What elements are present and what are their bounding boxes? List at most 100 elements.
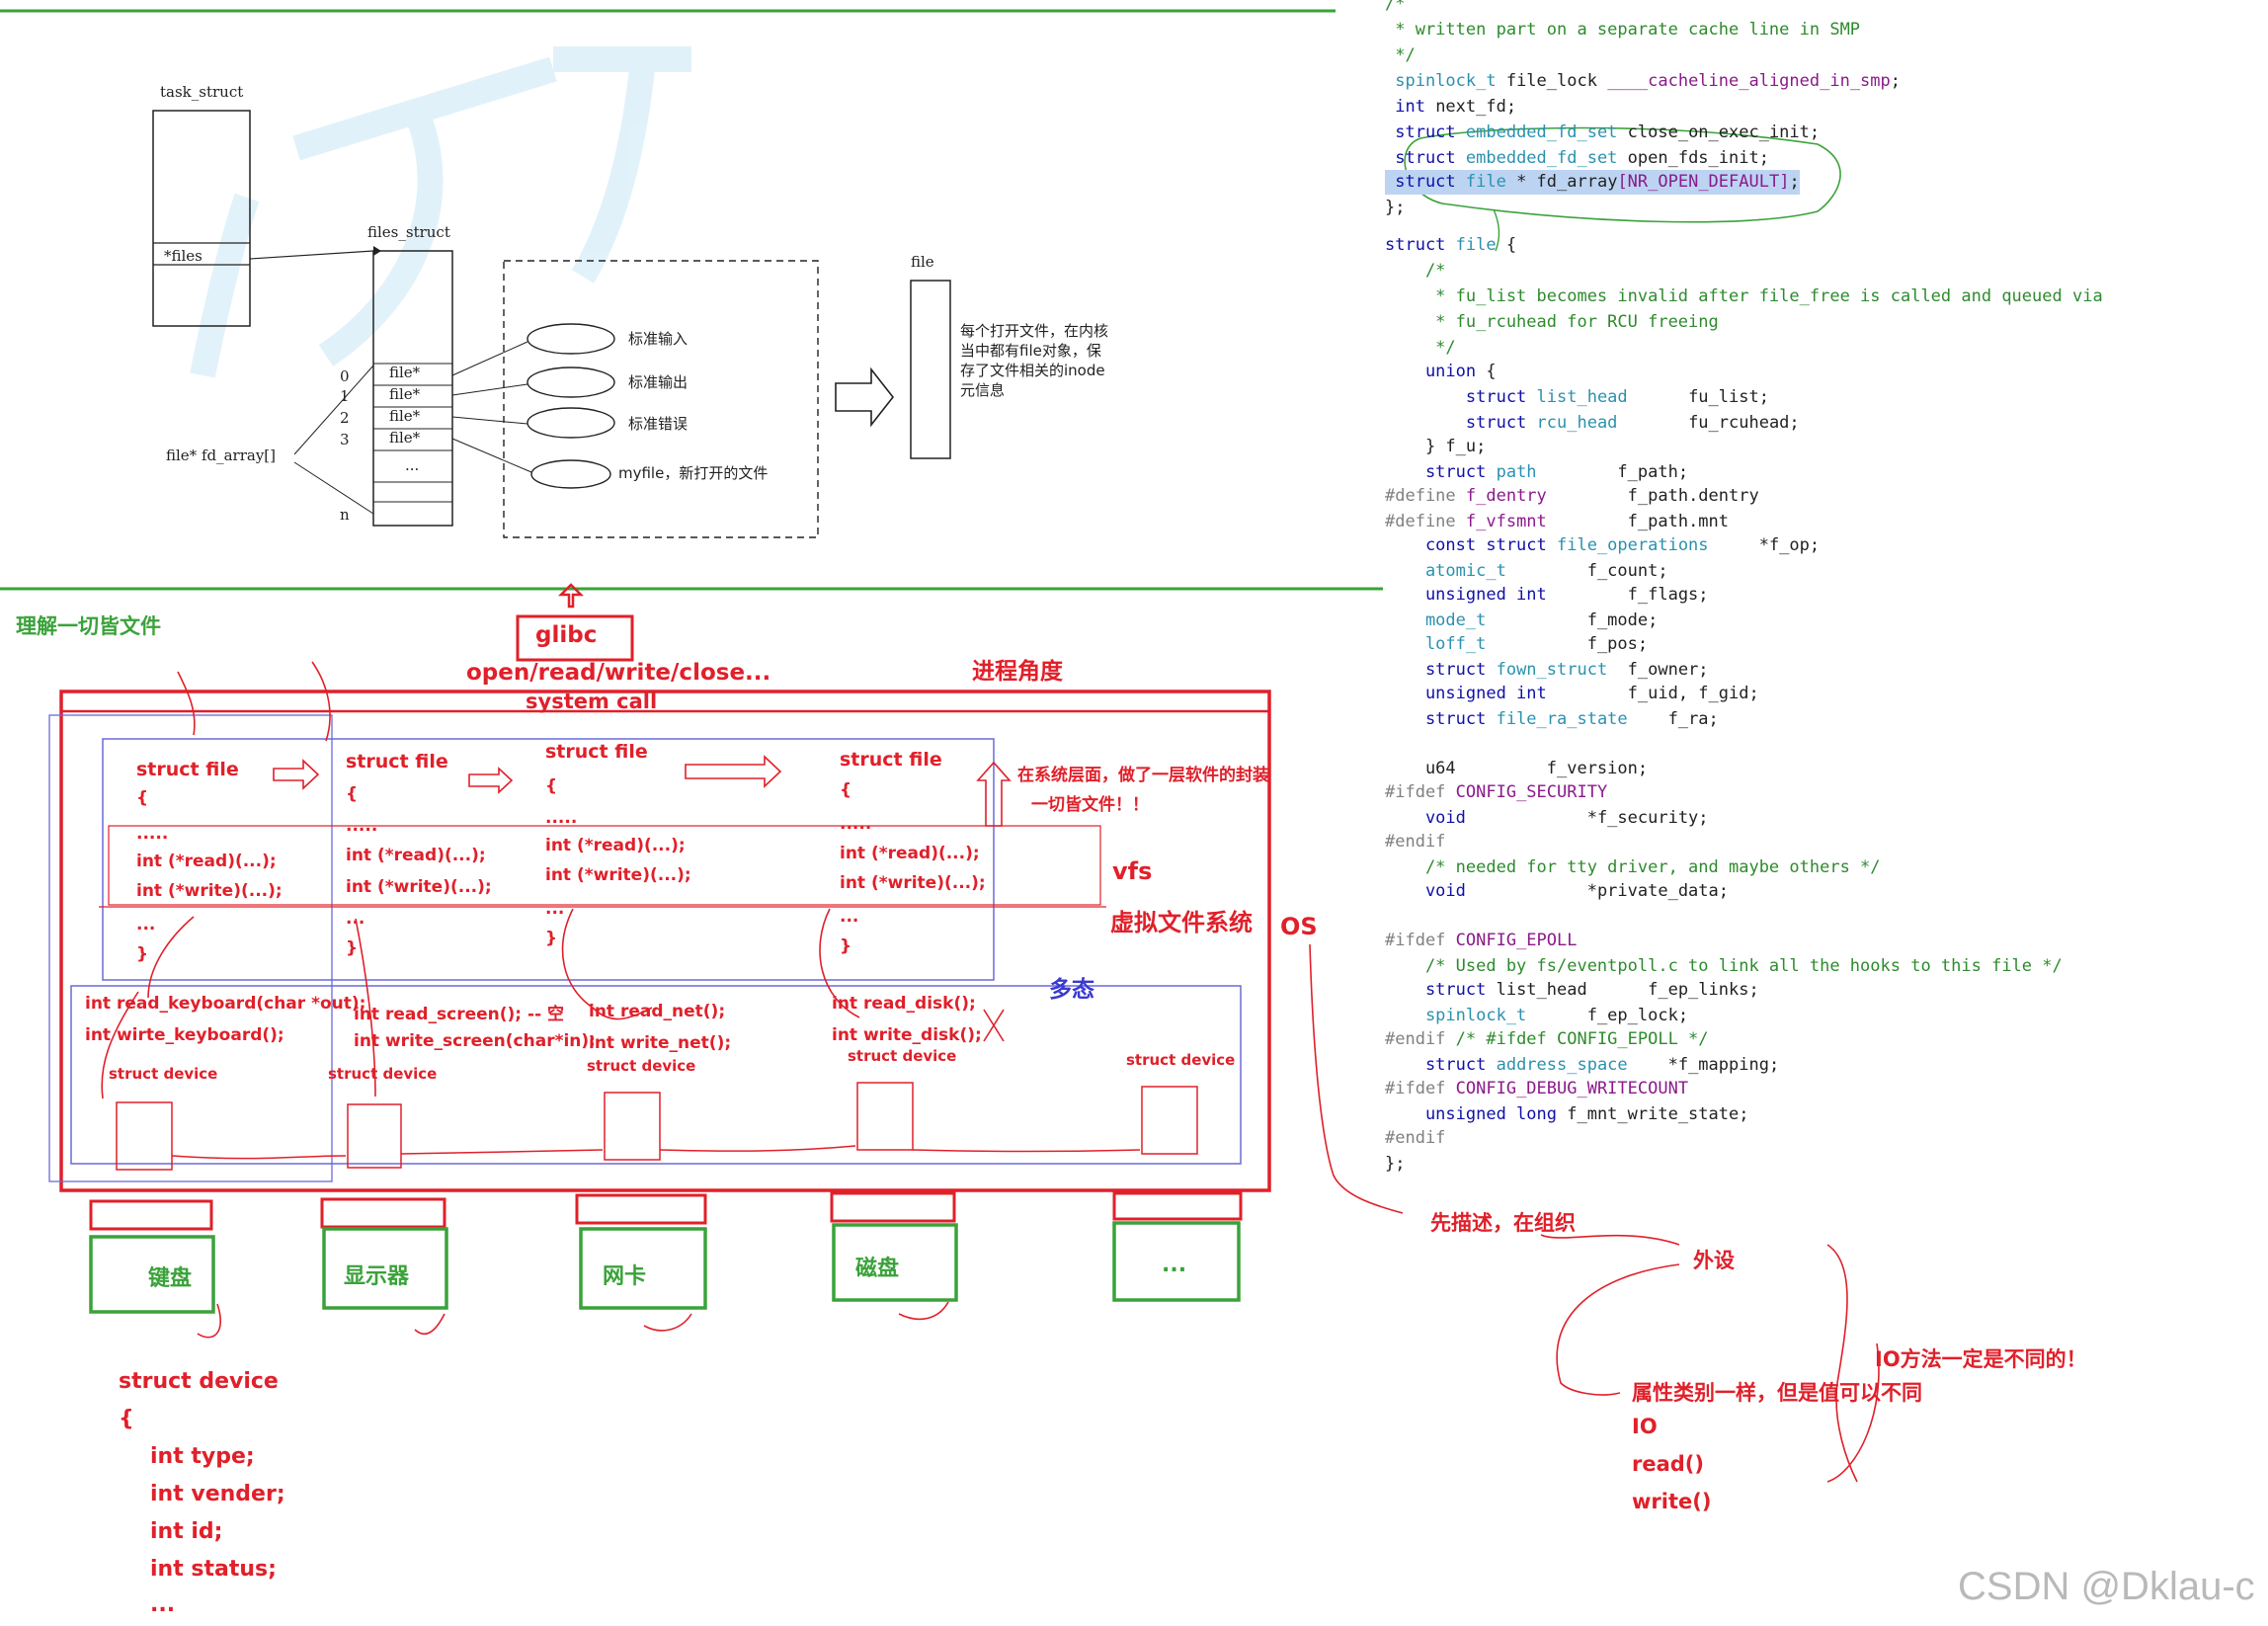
struct-file-more: ... <box>346 909 365 929</box>
code-line: }; <box>1385 1154 1406 1174</box>
slot: file* <box>389 429 421 447</box>
struct-file-dots: ..... <box>346 816 378 836</box>
code-line: const struct file_operations *f_op; <box>1385 535 1821 555</box>
driver-write: int write_disk(); <box>832 1025 982 1045</box>
driver-read: int read_disk(); <box>832 994 976 1014</box>
code-line: int next_fd; <box>1385 97 1517 117</box>
fd-array-label: file* fd_array[] <box>166 447 277 464</box>
kernel-code-panel: /* * written part on a separate cache li… <box>1383 0 2268 1215</box>
device-box-disk <box>832 1223 958 1302</box>
driver-blue-box <box>70 985 1242 1165</box>
driver-write: int write_net(); <box>589 1033 732 1053</box>
vfs-cn-label: 虚拟文件系统 <box>1110 909 1253 936</box>
hollow-arrow <box>835 366 895 428</box>
attr-note: 属性类别一样，但是值可以不同 <box>1632 1381 1922 1405</box>
file-box <box>910 280 951 459</box>
code-line: struct path f_path; <box>1385 462 1689 482</box>
io-list-write: write() <box>1632 1490 1712 1513</box>
device-struct-status: int status; <box>150 1557 277 1582</box>
device-label-keyboard: 键盘 <box>148 1266 193 1291</box>
code-line: #endif <box>1385 832 1446 852</box>
struct-file-close: } <box>136 944 149 964</box>
describe-organize-note: 先描述，在组织 <box>1430 1211 1576 1235</box>
device-label-disk: 磁盘 <box>855 1257 900 1281</box>
code-line: #endif <box>1385 1128 1446 1148</box>
everything-is-file-title: 理解一切皆文件 <box>16 614 161 638</box>
struct-file-dots: ..... <box>136 824 169 844</box>
code-line: #endif /* #ifdef CONFIG_EPOLL */ <box>1385 1029 1709 1049</box>
device-box-nic <box>579 1227 707 1310</box>
code-line: #ifdef CONFIG_EPOLL <box>1385 931 1578 950</box>
struct-file-read: int (*read)(...); <box>136 852 277 871</box>
task-struct-box <box>152 110 251 327</box>
code-line: /* <box>1385 0 1406 14</box>
code-line: * fu_list becomes invalid after file_fre… <box>1385 286 2103 306</box>
struct-file-brace: { <box>840 780 852 800</box>
struct-file-head: struct file <box>545 741 648 763</box>
csdn-watermark: CSDN @Dklau-c <box>1958 1565 2255 1608</box>
code-line: void *private_data; <box>1385 881 1729 901</box>
glibc-box <box>516 614 634 662</box>
index: 3 <box>340 431 350 448</box>
struct-file-head: struct file <box>136 759 239 780</box>
faint-watermark <box>190 46 691 378</box>
device-box-more <box>1112 1221 1241 1302</box>
code-line: struct embedded_fd_set close_on_exec_ini… <box>1385 122 1821 142</box>
driver-device: struct device <box>328 1065 438 1083</box>
index: 2 <box>340 409 350 427</box>
struct-file-close: } <box>545 929 558 948</box>
vfs-blue-box <box>102 738 995 981</box>
struct-file-dots: ..... <box>840 814 872 834</box>
io-list-io: IO <box>1632 1415 1658 1438</box>
index: n <box>340 506 350 524</box>
device-struct-type: int type; <box>150 1444 255 1469</box>
code-line: unsigned long f_mnt_write_state; <box>1385 1104 1749 1124</box>
files-struct-label: files_struct <box>367 223 450 241</box>
driver-device: struct device <box>1126 1051 1236 1069</box>
struct-file-write: int (*write)(...); <box>136 881 283 901</box>
code-line: }; <box>1385 198 1406 217</box>
slot: file* <box>389 407 421 425</box>
device-label-screen: 显示器 <box>344 1264 410 1289</box>
code-line: struct file_ra_state f_ra; <box>1385 709 1719 729</box>
slot: file* <box>389 364 421 381</box>
code-line: spinlock_t f_ep_lock; <box>1385 1006 1689 1025</box>
struct-file-dots: ..... <box>545 808 578 828</box>
system-call-label: system call <box>526 690 658 713</box>
slot: ... <box>405 456 420 474</box>
io-note: IO方法一定是不同的！ <box>1875 1347 2087 1371</box>
code-line: #define f_vfsmnt f_path.mnt <box>1385 512 1730 531</box>
struct-file-close: } <box>346 938 359 958</box>
device-struct-vender: int vender; <box>150 1482 285 1506</box>
code-line: struct list_head f_ep_links; <box>1385 980 1759 1000</box>
stdout-label: 标准输出 <box>628 373 688 391</box>
wrap-note: 在系统层面，做了一层软件的封装 <box>1017 766 1269 785</box>
code-line: struct list_head fu_list; <box>1385 387 1769 407</box>
struct-file-head: struct file <box>840 749 942 771</box>
device-struct-id: int id; <box>150 1519 223 1544</box>
all-is-file-note: 一切皆文件！！ <box>1031 795 1149 815</box>
index: 1 <box>340 387 350 405</box>
driver-read: int read_net(); <box>589 1002 726 1021</box>
code-line: /* Used by fs/eventpoll.c to link all th… <box>1385 956 2063 976</box>
code-line: u64 f_version; <box>1385 759 1649 778</box>
device-label-more: ... <box>1162 1253 1187 1277</box>
struct-file-brace: { <box>136 788 149 808</box>
code-line: unsigned int f_flags; <box>1385 585 1709 605</box>
code-line: #ifdef CONFIG_DEBUG_WRITECOUNT <box>1385 1079 1689 1098</box>
struct-file-read: int (*read)(...); <box>545 836 686 855</box>
driver-write: int wirte_keyboard(); <box>85 1025 284 1045</box>
code-line: loff_t f_pos; <box>1385 634 1649 654</box>
code-line: #ifdef CONFIG_SECURITY <box>1385 782 1608 802</box>
task-struct-label: task_struct <box>160 83 244 101</box>
code-line: struct fown_struct f_owner; <box>1385 660 1709 680</box>
code-line: struct embedded_fd_set open_fds_init; <box>1385 148 1769 168</box>
struct-file-more: ... <box>545 899 565 919</box>
driver-device: struct device <box>848 1047 957 1065</box>
myfile-label: myfile，新打开的文件 <box>618 464 769 482</box>
code-line: void *f_security; <box>1385 808 1709 828</box>
peripheral-label: 外设 <box>1693 1249 1735 1272</box>
vfs-label: vfs <box>1112 857 1153 885</box>
code-line: /* needed for tty driver, and maybe othe… <box>1385 857 1881 877</box>
code-line: */ <box>1385 45 1416 65</box>
